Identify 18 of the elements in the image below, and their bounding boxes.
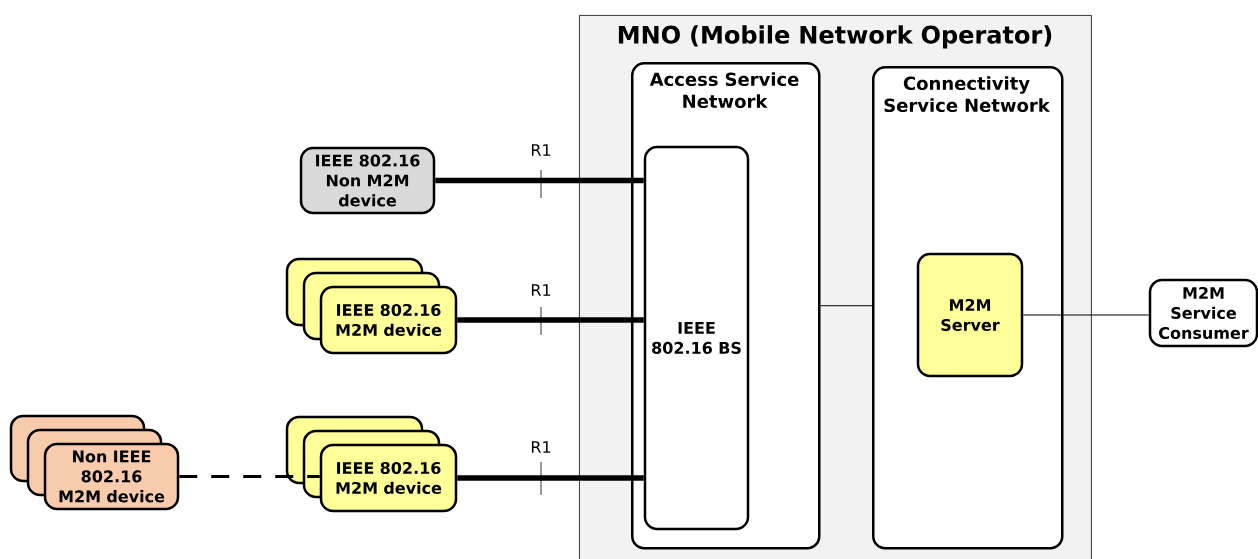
device-stack: IEEE 802.16 M2M device	[285, 257, 458, 355]
reference-point-label: R1	[529, 440, 553, 454]
consumer-box: M2M Service Consumer	[1148, 278, 1258, 348]
reference-point-label: R1	[529, 143, 553, 157]
connector-line	[820, 305, 873, 307]
node-label: M2M device	[336, 481, 442, 495]
connector-line	[179, 475, 320, 478]
node-label: M2M device	[336, 323, 442, 337]
connector-line	[435, 177, 644, 184]
device-stack: Non IEEE 802.16 M2M device	[9, 414, 180, 511]
connector-line	[457, 475, 644, 481]
device-stack: IEEE 802.16 M2M device	[285, 415, 458, 513]
base-station-box: IEEE 802.16 BS	[643, 145, 750, 531]
connector-line	[1022, 314, 1150, 316]
reference-point-label: R1	[529, 283, 553, 297]
connector-line	[457, 317, 644, 323]
server-box: M2M Server	[916, 252, 1024, 378]
device-box: IEEE 802.16 Non M2M device	[299, 146, 436, 215]
